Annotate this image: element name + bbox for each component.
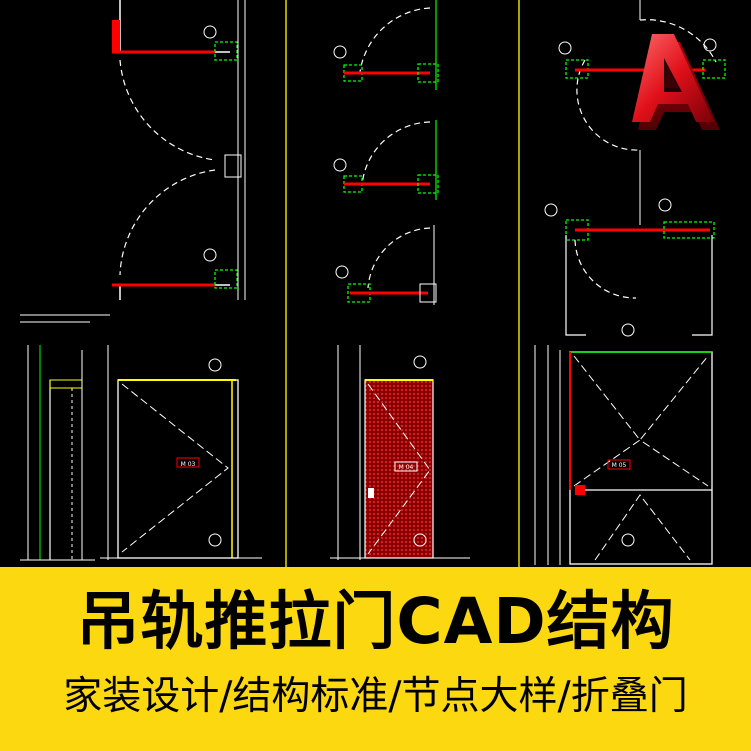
elevation-middle-door: [330, 345, 470, 560]
elevation-left-door: [100, 345, 262, 560]
autocad-logo-icon: [632, 34, 720, 130]
plan-folding-doors: [544, 0, 726, 337]
elevation-left-section: [20, 345, 95, 561]
plan-double-swing-door: [20, 0, 246, 323]
column-dividers: [285, 0, 520, 567]
banner-title: 吊轨推拉门CAD结构: [76, 585, 675, 658]
title-banner: [0, 567, 751, 751]
elevation-right-door: [534, 345, 713, 565]
banner-subtitle: 家装设计/结构标准/节点大样/折叠门: [63, 674, 688, 719]
door-tag-1: M 03: [181, 461, 196, 468]
door-tag-3: M 05: [612, 462, 627, 469]
door-tag-2: M 04: [399, 464, 414, 471]
cad-drawing: M 03: [20, 0, 726, 567]
plan-single-swing-doors: [333, 0, 439, 305]
